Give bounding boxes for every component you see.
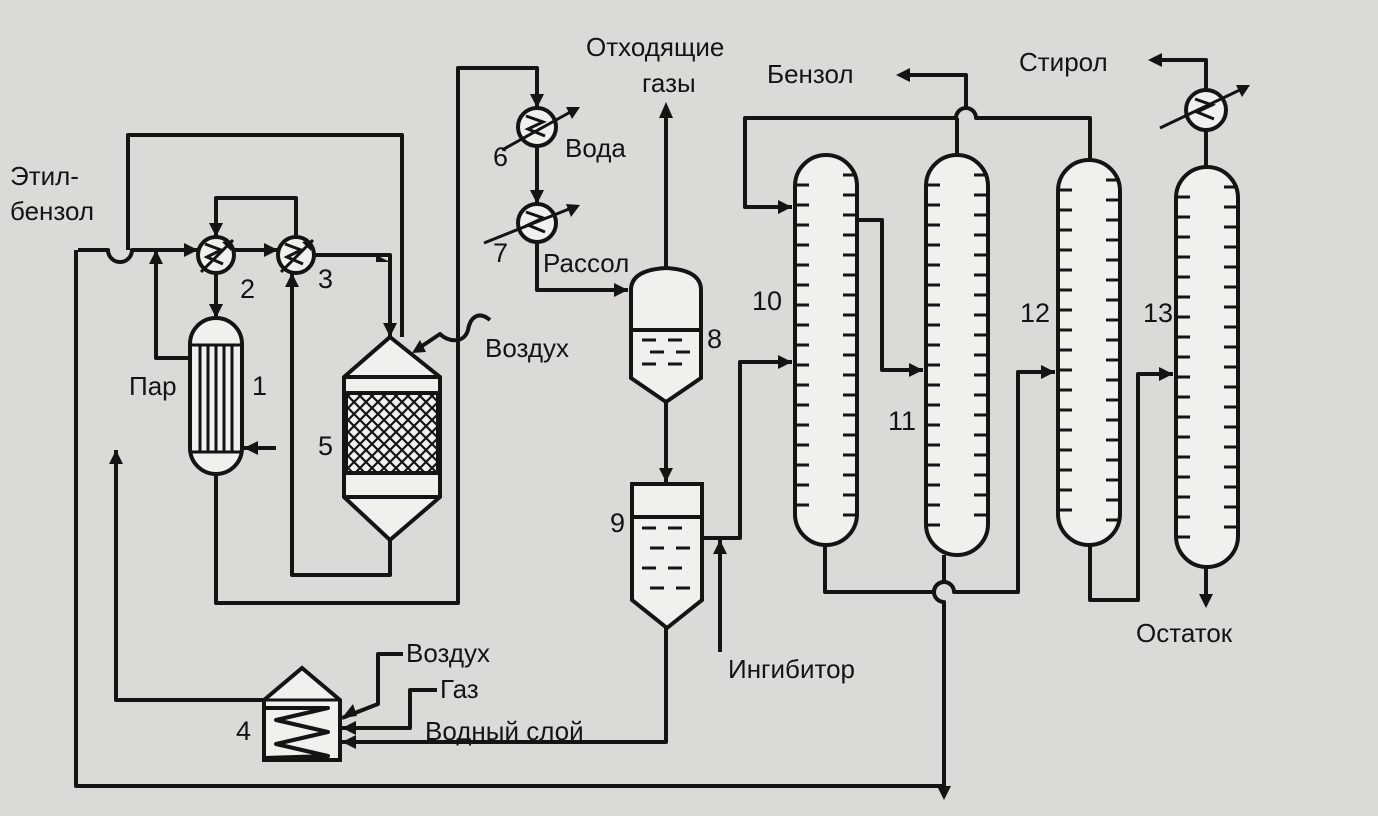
- label-gas: Газ: [440, 674, 479, 704]
- separator-8: [629, 265, 703, 405]
- heat-exchanger-3: [276, 235, 316, 275]
- settler-9: [630, 482, 704, 631]
- number-11: 11: [888, 406, 916, 436]
- number-7: 7: [493, 238, 508, 268]
- label-steam: Пар: [129, 371, 177, 401]
- column-13: [1174, 165, 1240, 569]
- number-4: 4: [236, 716, 251, 746]
- number-13: 13: [1143, 298, 1173, 328]
- furnace-4: [262, 665, 342, 762]
- column-10: [793, 153, 859, 547]
- number-10: 10: [752, 286, 782, 316]
- number-12: 12: [1020, 298, 1050, 328]
- label-residue: Остаток: [1136, 618, 1233, 648]
- number-6: 6: [493, 142, 508, 172]
- label-brine: Рассол: [543, 248, 629, 278]
- reactor-5: [342, 334, 442, 543]
- label-ethylbenzene-1: Этил-: [10, 161, 79, 191]
- number-2: 2: [240, 274, 255, 304]
- condenser-13: [1159, 85, 1250, 132]
- pipelines: [74, 53, 1213, 800]
- number-9: 9: [610, 508, 625, 538]
- label-offgas-1: Отходящие: [586, 32, 724, 62]
- label-water-layer: Водный слой: [425, 716, 584, 746]
- label-styrene: Стирол: [1019, 47, 1108, 77]
- label-offgas-2: газы: [642, 68, 696, 98]
- number-1: 1: [252, 371, 267, 401]
- label-water: Вода: [565, 133, 626, 163]
- number-5: 5: [318, 431, 333, 461]
- cooler-7: [483, 202, 580, 245]
- condenser-6: [501, 106, 580, 152]
- number-8: 8: [707, 324, 722, 354]
- label-benzene: Бензол: [767, 59, 854, 89]
- column-11: [924, 153, 990, 557]
- label-air-reactor: Воздух: [485, 333, 569, 363]
- evaporator-1: [188, 316, 244, 476]
- heat-exchanger-2: [196, 235, 236, 275]
- column-12: [1056, 158, 1122, 547]
- label-inhibitor: Ингибитор: [728, 654, 855, 684]
- label-ethylbenzene-2: бензол: [10, 196, 94, 226]
- label-air-furnace: Воздух: [406, 638, 490, 668]
- number-3: 3: [318, 264, 333, 294]
